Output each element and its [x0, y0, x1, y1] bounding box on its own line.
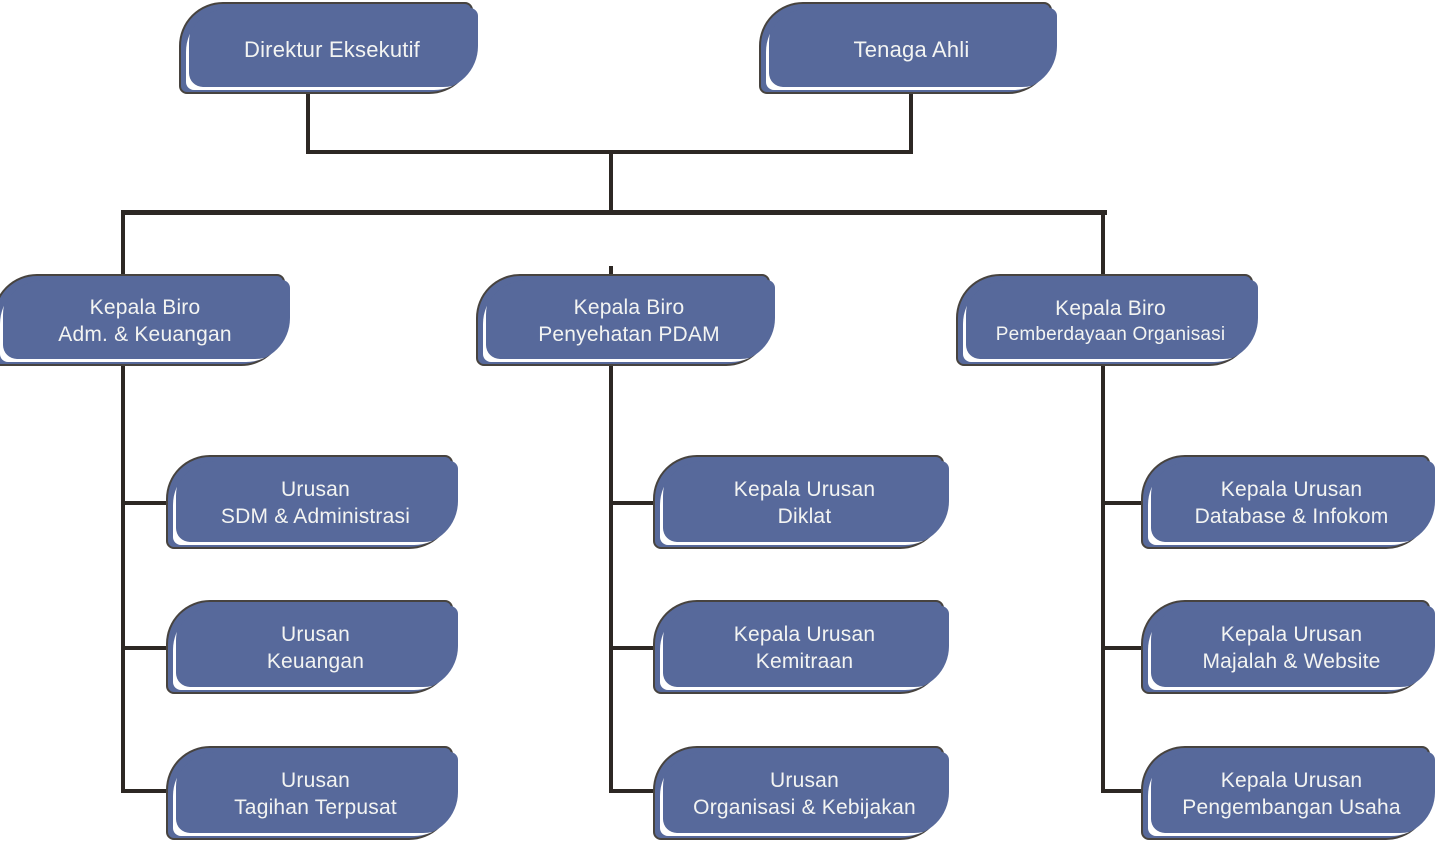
connector-tenaga-down [909, 90, 913, 154]
org-node-kepala-biro-pemberdayaan-organisasi: Kepala Biro Pemberdayaan Organisasi [956, 274, 1258, 366]
node-label: Kepala Urusan Pengembangan Usaha [1148, 752, 1435, 836]
org-node-kepala-urusan-kemitraan: Kepala Urusan Kemitraan [653, 600, 949, 694]
connector-stub-u22 [609, 646, 664, 650]
node-label: Urusan Keuangan [173, 606, 458, 690]
node-label-line: Diklat [777, 505, 832, 528]
node-label-line: Database & Infokom [1194, 505, 1389, 528]
connector-biro1-down [121, 210, 125, 284]
node-label: Kepala Biro Pemberdayaan Organisasi [963, 280, 1258, 362]
node-label: Urusan Organisasi & Kebijakan [660, 752, 949, 836]
org-node-kepala-biro-penyehatan-pdam: Kepala Biro Penyehatan PDAM [476, 274, 775, 366]
node-label: Urusan SDM & Administrasi [173, 461, 458, 545]
node-label-line: Penyehatan PDAM [538, 323, 720, 346]
connector-stub-u11 [121, 501, 177, 505]
node-label-line: Urusan [281, 478, 350, 501]
node-label-line: Kepala Urusan [733, 478, 876, 501]
connector-spine-biro1 [121, 360, 125, 793]
org-node-urusan-sdm-administrasi: Urusan SDM & Administrasi [166, 455, 458, 549]
org-node-direktur-eksekutif: Direktur Eksekutif [179, 2, 478, 94]
node-label-line: Kepala Biro [573, 296, 685, 319]
connector-stub-u33 [1101, 789, 1152, 793]
node-label-line: Urusan [770, 769, 839, 792]
org-node-urusan-tagihan-terpusat: Urusan Tagihan Terpusat [166, 746, 458, 840]
node-label: Tenaga Ahli [766, 8, 1057, 90]
node-label: Kepala Biro Adm. & Keuangan [0, 280, 290, 362]
node-label-line: Kepala Urusan [1220, 623, 1363, 646]
node-label-line: Pengembangan Usaha [1182, 796, 1401, 819]
connector-stub-u13 [121, 789, 177, 793]
org-node-kepala-urusan-majalah-website: Kepala Urusan Majalah & Website [1141, 600, 1435, 694]
node-label-line: Adm. & Keuangan [58, 323, 232, 346]
org-node-tenaga-ahli: Tenaga Ahli [759, 2, 1057, 94]
org-node-kepala-urusan-diklat: Kepala Urusan Diklat [653, 455, 949, 549]
connector-biro2-stub [609, 266, 613, 281]
node-label: Kepala Urusan Diklat [660, 461, 949, 545]
node-label-line: Kepala Urusan [1220, 478, 1363, 501]
connector-direktur-down [306, 90, 310, 154]
connector-spine-biro3 [1101, 360, 1105, 793]
connector-stub-u21 [609, 501, 664, 505]
node-label: Kepala Urusan Majalah & Website [1148, 606, 1435, 690]
org-node-kepala-urusan-pengembangan-usaha: Kepala Urusan Pengembangan Usaha [1141, 746, 1435, 840]
node-label-line: Kepala Urusan [1220, 769, 1363, 792]
node-label-line: Urusan [281, 769, 350, 792]
connector-main-horizontal [121, 210, 1107, 215]
node-label-line: Pemberdayaan Organisasi [995, 324, 1226, 345]
org-node-kepala-biro-adm-keuangan: Kepala Biro Adm. & Keuangan [0, 274, 290, 366]
node-label-line: Tenaga Ahli [853, 36, 970, 62]
node-label: Urusan Tagihan Terpusat [173, 752, 458, 836]
connector-stub-u12 [121, 646, 177, 650]
connector-stub-u23 [609, 789, 664, 793]
node-label-line: Kepala Biro [1055, 297, 1166, 320]
node-label: Kepala Urusan Database & Infokom [1148, 461, 1435, 545]
node-label-line: Urusan [281, 623, 350, 646]
org-node-urusan-organisasi-kebijakan: Urusan Organisasi & Kebijakan [653, 746, 949, 840]
node-label-line: Kemitraan [755, 650, 854, 673]
node-label-line: Organisasi & Kebijakan [693, 796, 916, 819]
node-label-line: Kepala Urusan [733, 623, 876, 646]
node-label-line: Tagihan Terpusat [234, 796, 397, 819]
connector-biro3-down [1101, 210, 1105, 284]
node-label-line: SDM & Administrasi [220, 505, 411, 528]
node-label-line: Keuangan [266, 650, 365, 673]
connector-trunk [609, 150, 613, 214]
node-label-line: Majalah & Website [1202, 650, 1381, 673]
node-label: Kepala Biro Penyehatan PDAM [483, 280, 775, 362]
org-node-urusan-keuangan: Urusan Keuangan [166, 600, 458, 694]
connector-stub-u31 [1101, 501, 1152, 505]
connector-stub-u32 [1101, 646, 1152, 650]
node-label-line: Kepala Biro [89, 296, 201, 319]
node-label-line: Direktur Eksekutif [244, 36, 420, 62]
node-label: Kepala Urusan Kemitraan [660, 606, 949, 690]
node-label: Direktur Eksekutif [186, 8, 478, 90]
org-node-kepala-urusan-database-infokom: Kepala Urusan Database & Infokom [1141, 455, 1435, 549]
connector-spine-biro2 [609, 360, 613, 793]
